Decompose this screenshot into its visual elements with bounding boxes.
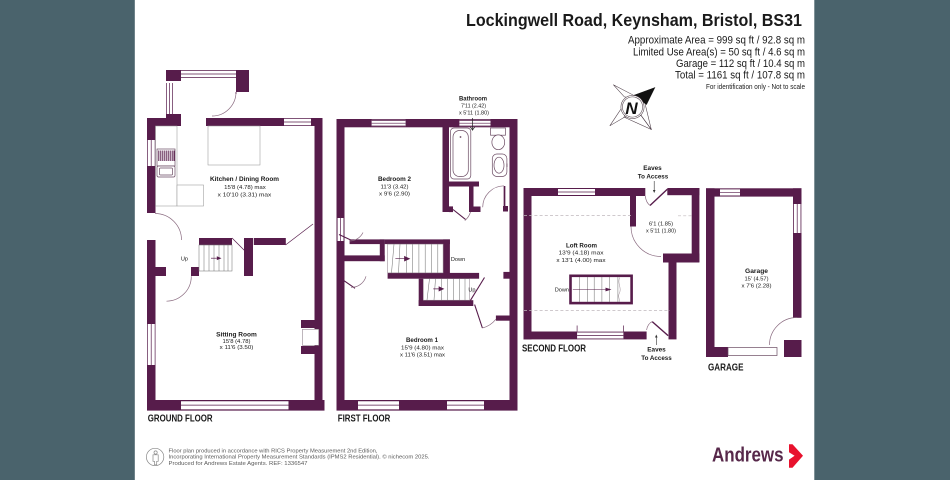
svg-text:Sitting Room: Sitting Room: [216, 331, 257, 338]
svg-text:Eaves: Eaves: [643, 165, 662, 172]
svg-text:x 5'11 (1.80): x 5'11 (1.80): [646, 229, 676, 235]
svg-text:7'11 (2.42): 7'11 (2.42): [461, 104, 486, 110]
svg-text:Produced for Andrews Estate Ag: Produced for Andrews Estate Agents. REF:…: [169, 461, 308, 467]
svg-text:Approximate Area = 999 sq ft /: Approximate Area = 999 sq ft / 92.8 sq m: [628, 35, 805, 47]
svg-text:Total = 1161 sq ft / 107.8 sq: Total = 1161 sq ft / 107.8 sq m: [675, 70, 805, 82]
svg-text:15'8 (4.78) max: 15'8 (4.78) max: [224, 185, 266, 191]
svg-text:Garage = 112 sq ft / 10.4 sq m: Garage = 112 sq ft / 10.4 sq m: [676, 58, 805, 70]
svg-text:Down: Down: [555, 288, 569, 294]
svg-text:FIRST FLOOR: FIRST FLOOR: [338, 414, 391, 425]
svg-text:To Access: To Access: [638, 174, 669, 181]
svg-text:x 11'6 (3.50): x 11'6 (3.50): [220, 345, 254, 351]
svg-text:N: N: [625, 99, 638, 118]
svg-text:x 5'11 (1.80): x 5'11 (1.80): [459, 111, 489, 117]
svg-text:Incorporating International Pr: Incorporating International Property Mea…: [169, 454, 430, 461]
svg-text:Andrews: Andrews: [712, 445, 784, 467]
svg-text:15'9 (4.80) max: 15'9 (4.80) max: [401, 345, 444, 351]
svg-text:For identification only - Not: For identification only - Not to scale: [706, 82, 805, 91]
svg-text:x 7'6 (2.28): x 7'6 (2.28): [742, 284, 772, 290]
svg-text:6'1 (1.85): 6'1 (1.85): [649, 222, 673, 228]
svg-text:To Access: To Access: [641, 355, 672, 362]
svg-text:Bedroom 1: Bedroom 1: [406, 337, 438, 344]
svg-text:Bathroom: Bathroom: [459, 96, 487, 103]
svg-text:x 10'10 (3.31) max: x 10'10 (3.31) max: [218, 193, 272, 199]
svg-text:11'3 (3.42): 11'3 (3.42): [381, 184, 409, 190]
svg-text:Kitchen / Dining Room: Kitchen / Dining Room: [210, 176, 279, 183]
svg-text:Lockingwell Road, Keynsham, Br: Lockingwell Road, Keynsham, Bristol, BS3…: [466, 10, 802, 30]
svg-text:Limited Use Area(s) = 50 sq ft: Limited Use Area(s) = 50 sq ft / 4.6 sq …: [633, 46, 805, 58]
svg-text:Up: Up: [181, 257, 188, 263]
svg-text:Up: Up: [468, 287, 475, 293]
svg-text:Garage: Garage: [745, 268, 768, 275]
svg-text:SECOND FLOOR: SECOND FLOOR: [522, 344, 586, 355]
svg-text:x 13'1 (4.00) max: x 13'1 (4.00) max: [556, 258, 605, 264]
svg-text:Eaves: Eaves: [647, 347, 666, 354]
svg-text:x 11'6 (3.51) max: x 11'6 (3.51) max: [400, 353, 445, 359]
svg-text:GARAGE: GARAGE: [708, 363, 744, 374]
svg-text:Down: Down: [451, 257, 465, 263]
svg-text:Loft Room: Loft Room: [566, 242, 597, 249]
svg-text:15'8 (4.78): 15'8 (4.78): [223, 339, 251, 345]
svg-text:15' (4.57): 15' (4.57): [745, 276, 769, 282]
svg-text:GROUND FLOOR: GROUND FLOOR: [148, 414, 213, 425]
svg-text:Floor plan produced in accorda: Floor plan produced in accordance with R…: [169, 448, 378, 454]
svg-text:x 9'6 (2.90): x 9'6 (2.90): [379, 192, 410, 198]
svg-text:Bedroom 2: Bedroom 2: [378, 176, 411, 183]
svg-text:13'9 (4.18) max: 13'9 (4.18) max: [559, 251, 604, 257]
